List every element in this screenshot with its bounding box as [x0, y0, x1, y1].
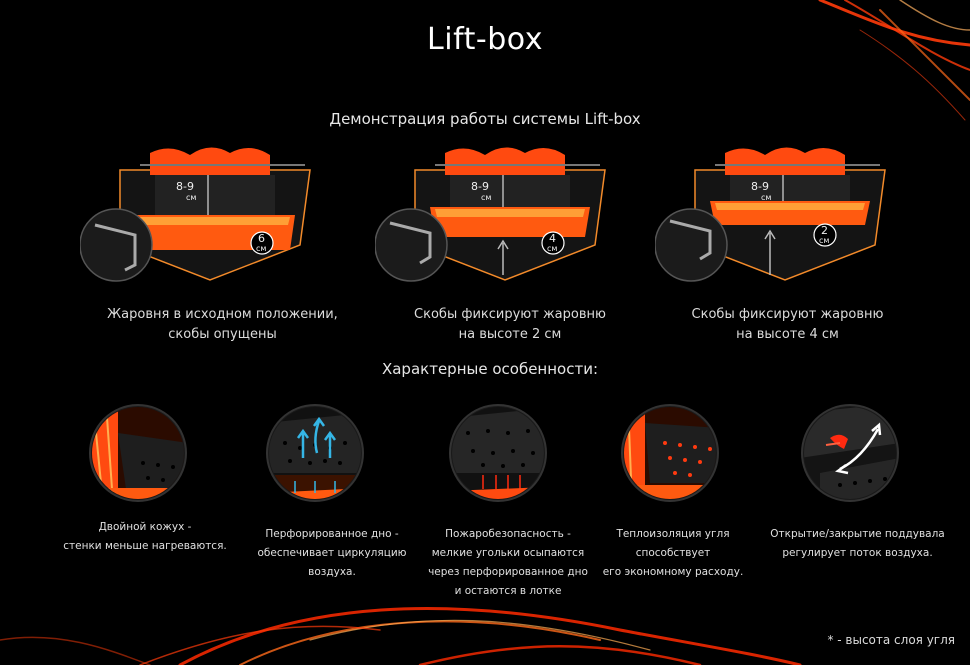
feature-air-vent: Открытие/закрытие поддувала регулирует п…	[770, 528, 945, 559]
coal-depth-unit: см	[819, 236, 829, 245]
caption-4cm: Скобы фиксируют жаровню на высоте 4 см	[691, 307, 884, 342]
feature-perforated-bottom: Перфорированное дно - обеспечивает цирку…	[257, 528, 407, 578]
grill-back-wall	[155, 175, 275, 215]
meat-skewer	[445, 147, 565, 175]
coal-depth-value: 4	[549, 232, 556, 245]
grill-diagram-2cm: 8-9 см 4 см	[375, 147, 606, 282]
feature-fire-safety: Пожаробезопасность - мелкие угольки осып…	[428, 528, 588, 597]
feature-double-casing: Двойной кожух - стенки меньше нагреваютс…	[63, 521, 227, 552]
height-label: 8-9	[471, 180, 489, 193]
air-vent-icon	[801, 404, 899, 502]
bracket-detail-lens	[375, 208, 448, 282]
grill-diagram-initial: 8-9 см 6 см	[80, 147, 311, 282]
meat-skewer	[150, 147, 270, 175]
feature-insulation: Теплоизоляция угля способствует его экон…	[602, 528, 744, 578]
height-unit: см	[761, 193, 771, 202]
caption-initial: Жаровня в исходном положении, скобы опущ…	[107, 307, 338, 342]
coal-depth-badge	[250, 231, 274, 255]
footnote: * - высота слоя угля	[827, 633, 955, 647]
height-label: 8-9	[176, 180, 194, 193]
perforated-bottom-icon	[266, 404, 364, 502]
bracket-detail-lens	[655, 208, 728, 282]
height-unit: см	[186, 193, 196, 202]
coal-depth-badge	[813, 223, 837, 247]
grill-diagram-4cm: 8-9 см 2 см	[655, 147, 886, 282]
page-title: Lift-box	[427, 22, 543, 57]
height-label: 8-9	[751, 180, 769, 193]
coal-depth-value: 2	[821, 224, 828, 237]
bracket-detail-lens	[80, 208, 153, 282]
double-casing-icon	[89, 404, 187, 502]
demo-heading: Демонстрация работы системы Lift-box	[329, 110, 641, 128]
coal-depth-unit: см	[547, 244, 557, 253]
flame-bottom	[0, 606, 802, 665]
bracket-icon	[669, 219, 712, 261]
bracket-icon	[389, 221, 432, 265]
coal-depth-value: 6	[258, 232, 265, 245]
features-heading: Характерные особенности:	[381, 360, 599, 378]
meat-skewer	[725, 147, 845, 175]
flame-top-right	[818, 0, 970, 121]
coal-depth-unit: см	[256, 244, 266, 253]
caption-2cm: Скобы фиксируют жаровню на высоте 2 см	[414, 307, 606, 342]
insulation-icon	[621, 404, 719, 502]
fire-safety-icon	[449, 404, 547, 502]
coal-depth-badge	[541, 231, 565, 255]
bracket-icon	[94, 223, 137, 272]
height-unit: см	[481, 193, 491, 202]
